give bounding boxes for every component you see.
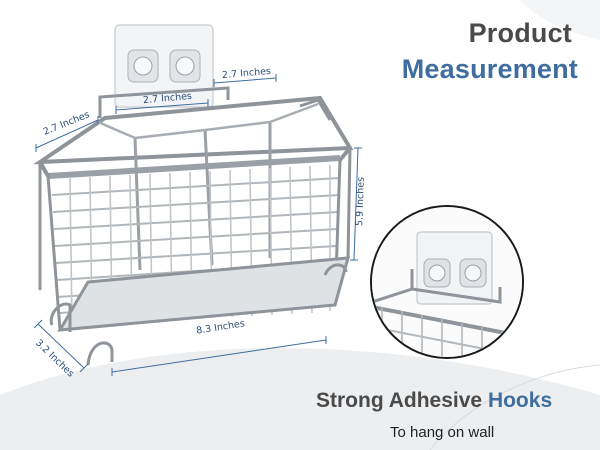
feature-title-accent: Hooks (487, 389, 553, 412)
title-product: Product (468, 18, 572, 48)
feature-title: Strong Adhesive Hooks (316, 389, 552, 413)
dimension-lines (33, 74, 362, 376)
hook-detail-zoom (370, 205, 524, 359)
feature-title-plain: Strong Adhesive (316, 389, 483, 412)
feature-subtitle: To hang on wall (390, 424, 495, 441)
adhesive-hook-plate (114, 24, 214, 108)
dimension-height: 5.9 Inches (354, 176, 367, 227)
title-measurement: Measurement (401, 54, 578, 84)
hook-detail-illustration (372, 207, 522, 357)
